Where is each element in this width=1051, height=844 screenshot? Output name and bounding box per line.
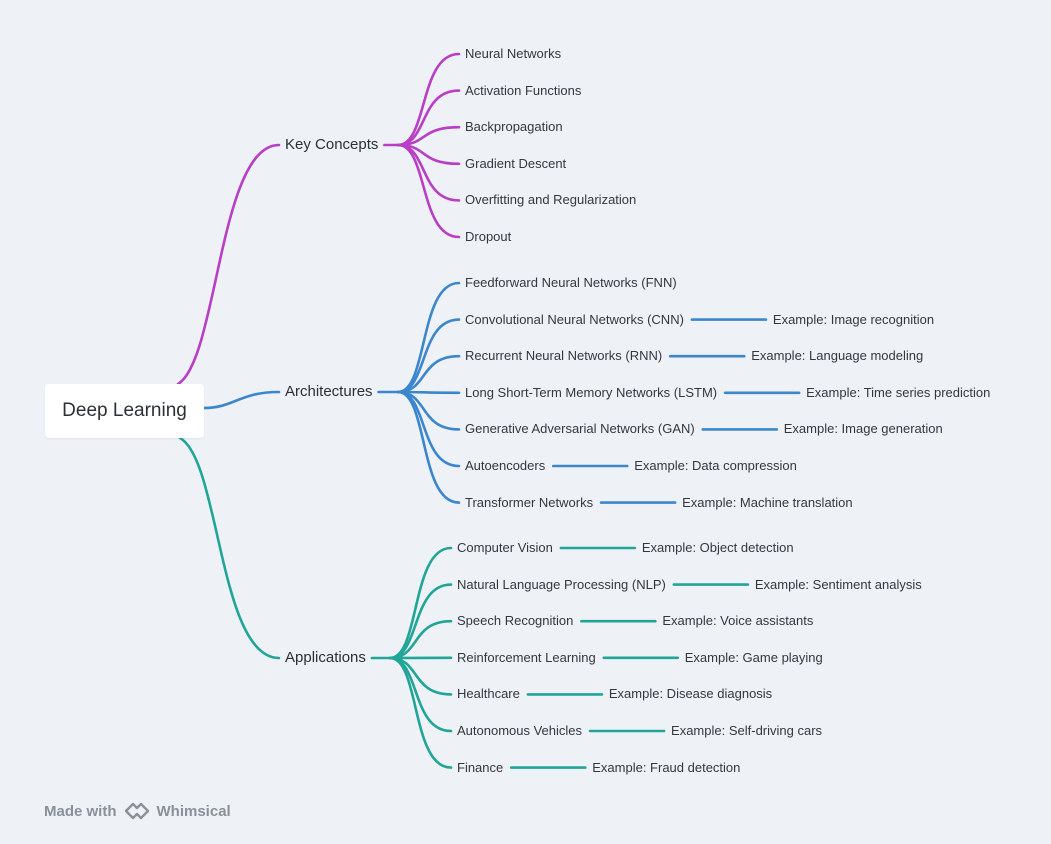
connector-activation-functions <box>396 89 461 147</box>
connector-finance <box>388 656 453 769</box>
node-speech-recognition[interactable]: Speech Recognition <box>457 613 574 629</box>
whimsical-logo-icon <box>124 802 149 820</box>
branch-key-concepts[interactable]: Key Concepts <box>285 136 379 153</box>
branch-architectures[interactable]: Architectures <box>285 383 373 400</box>
node-gradient-descent[interactable]: Gradient Descent <box>465 155 567 171</box>
made-with-text: Made with <box>44 802 117 820</box>
node-long-short-term-memory-networks-lstm[interactable]: Long Short-Term Memory Networks (LSTM) <box>465 384 718 400</box>
connector-computer-vision <box>388 546 453 660</box>
example-natural-language-processing-nlp[interactable]: Example: Sentiment analysis <box>754 576 922 592</box>
root-node[interactable]: Deep Learning <box>45 384 204 438</box>
branch-applications[interactable]: Applications <box>285 649 366 666</box>
connector-root-applications <box>178 436 281 660</box>
connector-transformer-networks <box>396 390 461 504</box>
connector-root-key-concepts <box>176 143 281 386</box>
node-overfitting-and-regularization[interactable]: Overfitting and Regularization <box>465 192 637 208</box>
node-autonomous-vehicles[interactable]: Autonomous Vehicles <box>457 723 583 738</box>
node-computer-vision[interactable]: Computer Vision <box>457 540 553 555</box>
example-long-short-term-memory-networks-lstm[interactable]: Example: Time series prediction <box>806 384 991 400</box>
node-generative-adversarial-networks-gan[interactable]: Generative Adversarial Networks (GAN) <box>465 421 695 437</box>
node-backpropagation[interactable]: Backpropagation <box>465 119 563 135</box>
node-neural-networks[interactable]: Neural Networks <box>465 46 562 61</box>
connector-neural-networks <box>396 52 461 147</box>
node-finance[interactable]: Finance <box>457 759 504 775</box>
example-convolutional-neural-networks-cnn[interactable]: Example: Image recognition <box>772 311 935 327</box>
whimsical-brand: Whimsical <box>156 802 231 820</box>
node-recurrent-neural-networks-rnn[interactable]: Recurrent Neural Networks (RNN) <box>465 348 663 364</box>
connector-overfitting-and-regularization <box>396 143 461 202</box>
root-label: Deep Learning <box>62 400 187 421</box>
example-reinforcement-learning[interactable]: Example: Game playing <box>684 649 823 665</box>
connector-feedforward-neural-networks-fnn <box>396 281 461 394</box>
node-activation-functions[interactable]: Activation Functions <box>465 82 582 98</box>
node-autoencoders[interactable]: Autoencoders <box>465 458 546 473</box>
made-with-whimsical[interactable]: Made with Whimsical <box>44 800 231 822</box>
example-recurrent-neural-networks-rnn[interactable]: Example: Language modeling <box>751 348 924 364</box>
example-finance[interactable]: Example: Fraud detection <box>592 759 741 775</box>
example-autonomous-vehicles[interactable]: Example: Self-driving cars <box>671 723 823 738</box>
node-convolutional-neural-networks-cnn[interactable]: Convolutional Neural Networks (CNN) <box>465 311 684 327</box>
node-transformer-networks[interactable]: Transformer Networks <box>465 494 594 510</box>
example-healthcare[interactable]: Example: Disease diagnosis <box>608 686 773 702</box>
node-dropout[interactable]: Dropout <box>465 229 512 244</box>
connector-convolutional-neural-networks-cnn <box>396 318 461 394</box>
connector-root-architectures <box>202 390 281 410</box>
node-feedforward-neural-networks-fnn[interactable]: Feedforward Neural Networks (FNN) <box>465 275 677 290</box>
node-healthcare[interactable]: Healthcare <box>457 686 520 702</box>
example-autoencoders[interactable]: Example: Data compression <box>634 458 797 473</box>
example-transformer-networks[interactable]: Example: Machine translation <box>682 494 853 510</box>
example-generative-adversarial-networks-gan[interactable]: Example: Image generation <box>783 421 943 437</box>
example-speech-recognition[interactable]: Example: Voice assistants <box>662 613 814 629</box>
connector-dropout <box>396 143 461 239</box>
example-computer-vision[interactable]: Example: Object detection <box>641 540 794 555</box>
node-natural-language-processing-nlp[interactable]: Natural Language Processing (NLP) <box>457 576 666 592</box>
node-reinforcement-learning[interactable]: Reinforcement Learning <box>457 649 596 665</box>
connector-natural-language-processing-nlp <box>388 583 453 660</box>
